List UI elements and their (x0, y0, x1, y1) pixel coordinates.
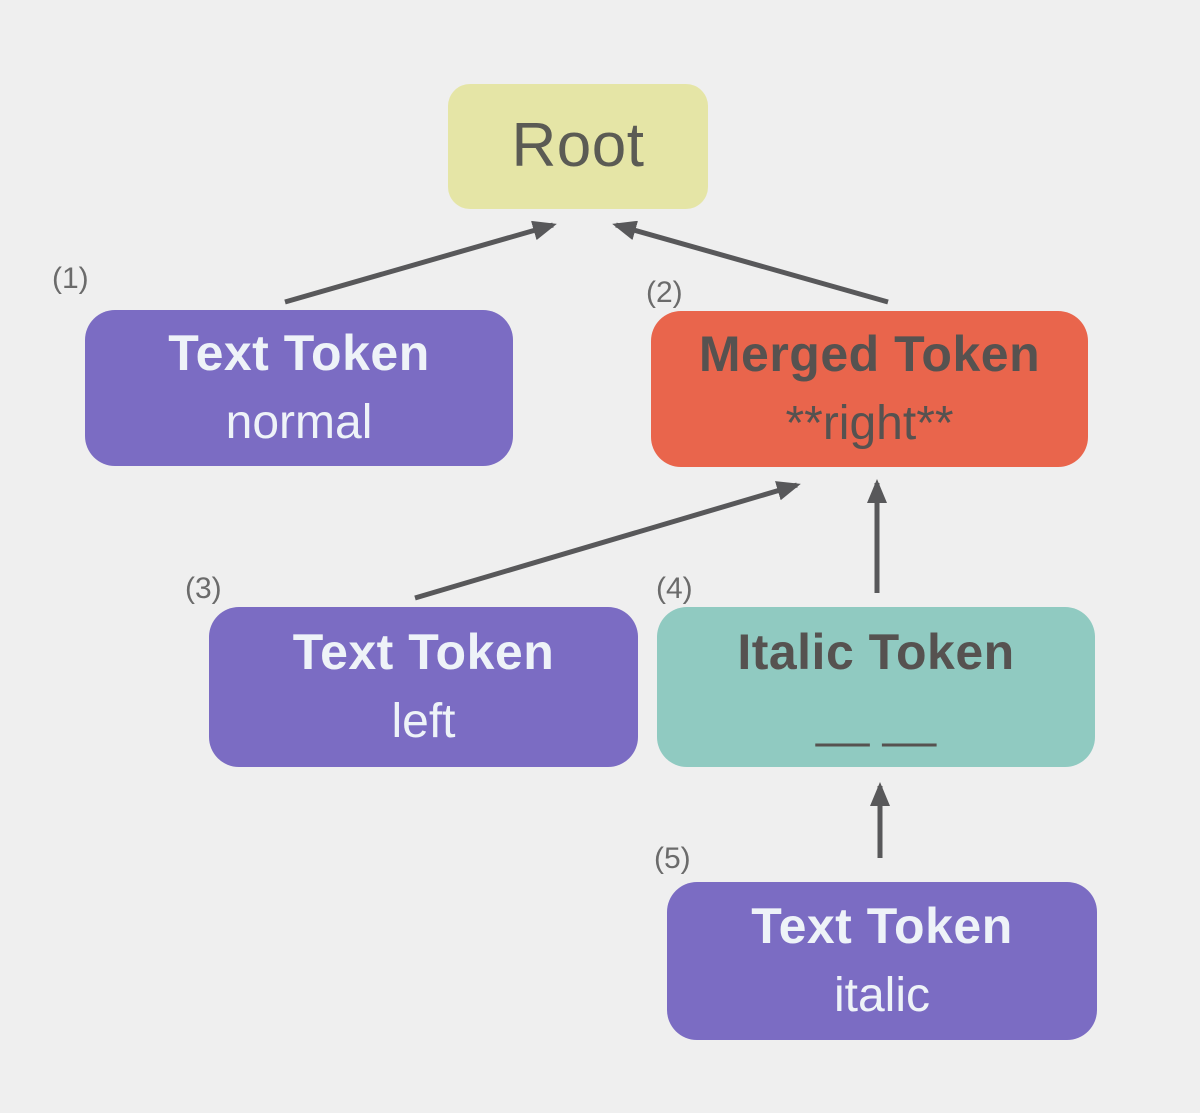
node-text-token-italic: Text Token italic (667, 882, 1097, 1040)
edge-node1-to-root (284, 220, 557, 305)
node1-index-label: (1) (52, 262, 89, 295)
node3-title: Text Token (292, 624, 555, 681)
node-text-token-normal: Text Token normal (85, 310, 513, 466)
node2-title: Merged Token (698, 326, 1041, 383)
node3-subtitle: left (391, 695, 456, 749)
node2-subtitle: **right** (785, 397, 954, 451)
node3-index-label: (3) (185, 572, 222, 605)
node1-title: Text Token (168, 325, 430, 382)
node1-subtitle: normal (225, 396, 373, 450)
node5-index-label: (5) (654, 842, 691, 875)
node5-title: Text Token (751, 898, 1013, 955)
edge-node3-to-node2 (414, 481, 801, 601)
node-text-token-left: Text Token left (209, 607, 638, 767)
node-merged-token: Merged Token **right** (651, 311, 1088, 467)
node5-subtitle: italic (833, 969, 931, 1023)
node-root: Root (448, 84, 708, 209)
node4-index-label: (4) (656, 572, 693, 605)
node2-index-label: (2) (646, 276, 683, 309)
node-root-title: Root (511, 111, 645, 181)
node4-title: Italic Token (737, 624, 1015, 681)
node-italic-token: Italic Token __ __ (657, 607, 1095, 767)
node4-subtitle: __ __ (815, 695, 937, 749)
